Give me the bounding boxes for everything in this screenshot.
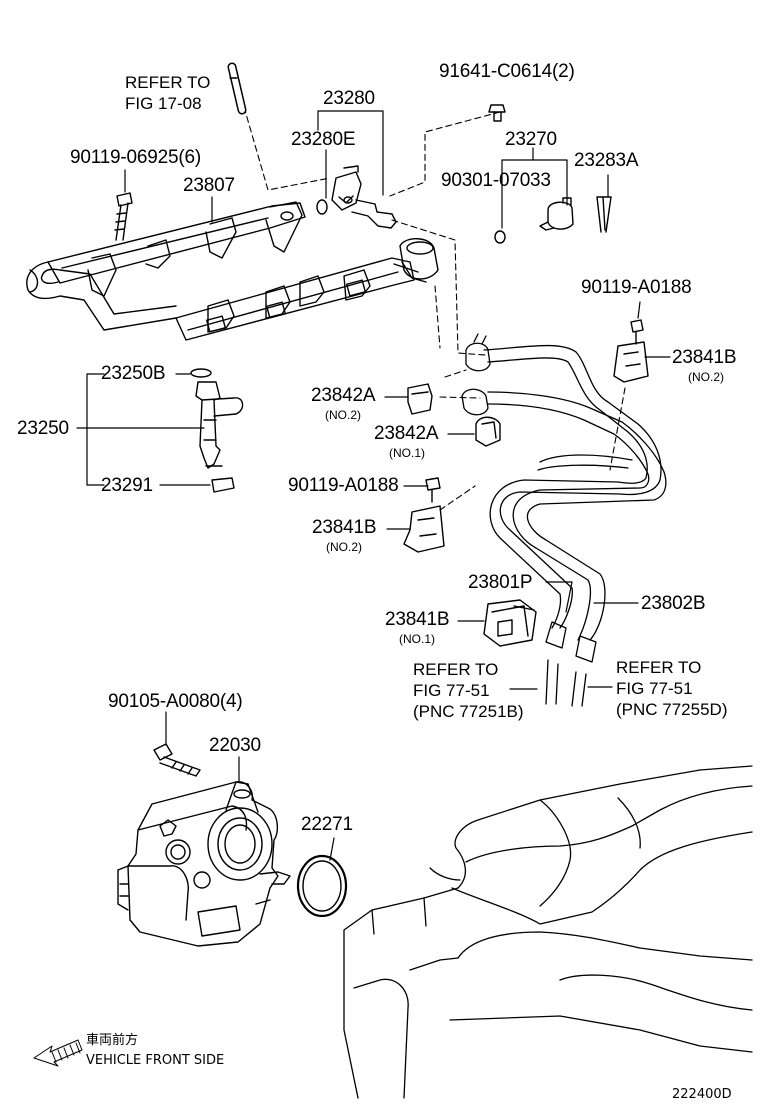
part-label-23280e: 23280E (291, 129, 356, 150)
figure-code: 222400D (672, 1087, 732, 1102)
part-label-90119-a0188-mid: 90119-A0188 (288, 475, 399, 496)
fuel-pressure-damper-23270 (539, 197, 574, 231)
o-ring-90301 (494, 230, 506, 244)
part-label-91641-c0614: 91641-C0614(2) (439, 61, 575, 82)
bracket-23841B-top (613, 319, 649, 383)
part-label-23842a-no2: 23842A (311, 385, 376, 406)
fuel-hose-assembly (461, 333, 667, 707)
bolt-91641 (488, 104, 506, 122)
front-note-english: VEHICLE FRONT SIDE (86, 1053, 225, 1068)
part-label-22271: 22271 (301, 814, 353, 835)
part-label-23283a: 23283A (574, 150, 639, 171)
fuel-delivery-pipe-23807 (26, 201, 439, 341)
part-label-23841b-top: 23841B (672, 347, 737, 368)
part-label-23802b: 23802B (641, 593, 706, 614)
vacuum-hose-top (227, 62, 247, 115)
part-sublabel-23842a-no2: (NO.2) (325, 408, 361, 422)
insulator-23291 (211, 477, 235, 493)
part-label-23280: 23280 (323, 88, 375, 109)
part-sublabel-23842a-no1: (NO.1) (389, 446, 425, 460)
bolt-90119-06925 (114, 192, 133, 241)
part-label-23291: 23291 (101, 475, 153, 496)
reference-fig-77-51-left: REFER TO FIG 77-51 (PNC 77251B) (413, 660, 524, 721)
fuel-injector-23250 (190, 368, 244, 469)
part-label-22030: 22030 (209, 735, 261, 756)
part-label-23250b: 23250B (101, 363, 166, 384)
part-label-23841b-low: 23841B (385, 609, 450, 630)
throttle-body-22030 (117, 781, 291, 947)
clamp-23842A-no1 (475, 416, 501, 447)
part-label-90105-a0080: 90105-A0080(4) (108, 691, 243, 712)
part-label-90119-a0188-top: 90119-A0188 (581, 277, 692, 298)
front-note-japanese: 車両前方 (86, 1033, 139, 1048)
dashed-lines (243, 106, 626, 511)
part-label-23250: 23250 (17, 418, 69, 439)
bracket-23841B-low (483, 599, 537, 647)
clip-23283A (596, 196, 612, 233)
front-arrow-icon (33, 1039, 83, 1067)
reference-fig-17-08: REFER TO FIG 17-08 (125, 73, 211, 113)
part-label-23841b-mid: 23841B (312, 517, 377, 538)
pulsation-damper-23280 (331, 165, 397, 229)
part-label-23807: 23807 (183, 175, 235, 196)
part-sublabel-23841b-low: (NO.1) (399, 632, 435, 646)
part-label-90301-07033: 90301-07033 (441, 170, 551, 191)
gasket-22271 (296, 854, 348, 918)
reference-fig-77-51-right: REFER TO FIG 77-51 (PNC 77255D) (616, 658, 728, 719)
part-label-23842a-no1: 23842A (374, 423, 439, 444)
bolt-90105 (153, 743, 201, 777)
o-ring-23280E (316, 199, 328, 215)
part-sublabel-23841b-mid: (NO.2) (326, 540, 362, 554)
bracket-23841B-mid (403, 477, 445, 553)
part-label-90119-06925: 90119-06925(6) (70, 147, 202, 168)
clamp-23842A-no2 (407, 383, 433, 415)
part-label-23801p: 23801P (468, 572, 533, 593)
part-sublabel-23841b-top: (NO.2) (688, 370, 724, 384)
leader-lines (76, 110, 671, 861)
part-label-23270: 23270 (505, 129, 557, 150)
intake-manifold-outline (343, 765, 753, 1099)
